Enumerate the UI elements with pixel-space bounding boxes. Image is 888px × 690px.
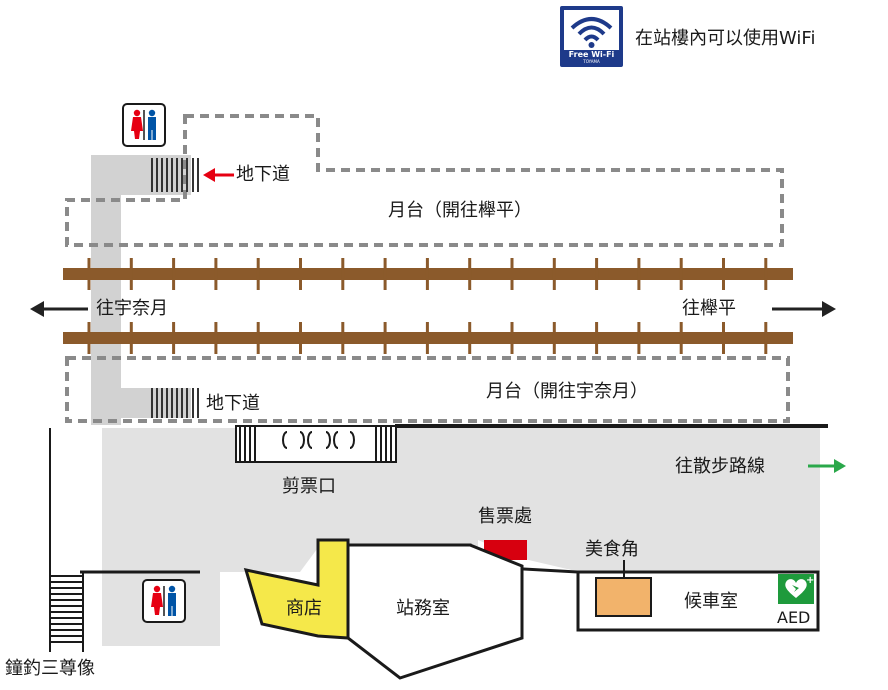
svg-text:+: +	[806, 575, 814, 586]
wifi-badge: Free Wi-Fi TOYAMA	[560, 6, 623, 67]
stairs-left	[49, 428, 84, 652]
station-office-area	[346, 543, 524, 680]
food-corner-block	[595, 577, 652, 617]
ticket-gate-label: 剪票口	[282, 476, 336, 497]
stairs-bottom	[151, 388, 199, 418]
aed-label: AED	[777, 608, 811, 627]
wifi-note: 在站樓內可以使用WiFi	[635, 28, 816, 49]
underpass-walkway	[91, 155, 121, 425]
wifi-icon	[564, 10, 619, 50]
aed-heart-icon: +	[778, 574, 814, 604]
arrow-left-icon	[30, 301, 88, 317]
promenade-label: 往散步路線	[675, 456, 765, 477]
waiting-room-label: 候車室	[684, 591, 738, 612]
wifi-badge-line2: TOYAMA	[583, 59, 600, 64]
promenade-arrow-icon	[808, 459, 846, 473]
shop-label: 商店	[286, 598, 322, 619]
direction-east-label: 往櫸平	[682, 298, 736, 319]
platform-top-outline	[65, 114, 784, 247]
wifi-badge-line1: Free Wi-Fi	[568, 50, 615, 59]
stairs-top	[151, 158, 199, 192]
station-office-label: 站務室	[396, 598, 450, 619]
platform-top-label: 月台（開往櫸平）	[388, 200, 532, 221]
restroom-icon[interactable]	[142, 579, 186, 623]
underpass-bottom-label: 地下道	[206, 393, 260, 414]
underpass-top-stub	[91, 155, 191, 195]
direction-west-label: 往宇奈月	[96, 298, 168, 319]
ticket-gate	[235, 425, 397, 463]
food-corner-label: 美食角	[585, 539, 639, 560]
arrow-right-icon	[772, 301, 836, 317]
ticket-office-label: 售票處	[478, 506, 532, 527]
platform-bottom-label: 月台（開往宇奈月）	[486, 381, 648, 402]
platform-bottom-outline	[65, 356, 790, 423]
statue-label: 鐘釣三尊像	[5, 658, 95, 679]
underpass-bottom-stub	[91, 388, 191, 418]
rail-ties	[87, 258, 768, 354]
underpass-top-label: 地下道	[236, 164, 290, 185]
underpass-arrow-icon	[203, 168, 234, 182]
restroom-icon[interactable]	[122, 103, 166, 147]
concourse-area	[102, 428, 820, 572]
